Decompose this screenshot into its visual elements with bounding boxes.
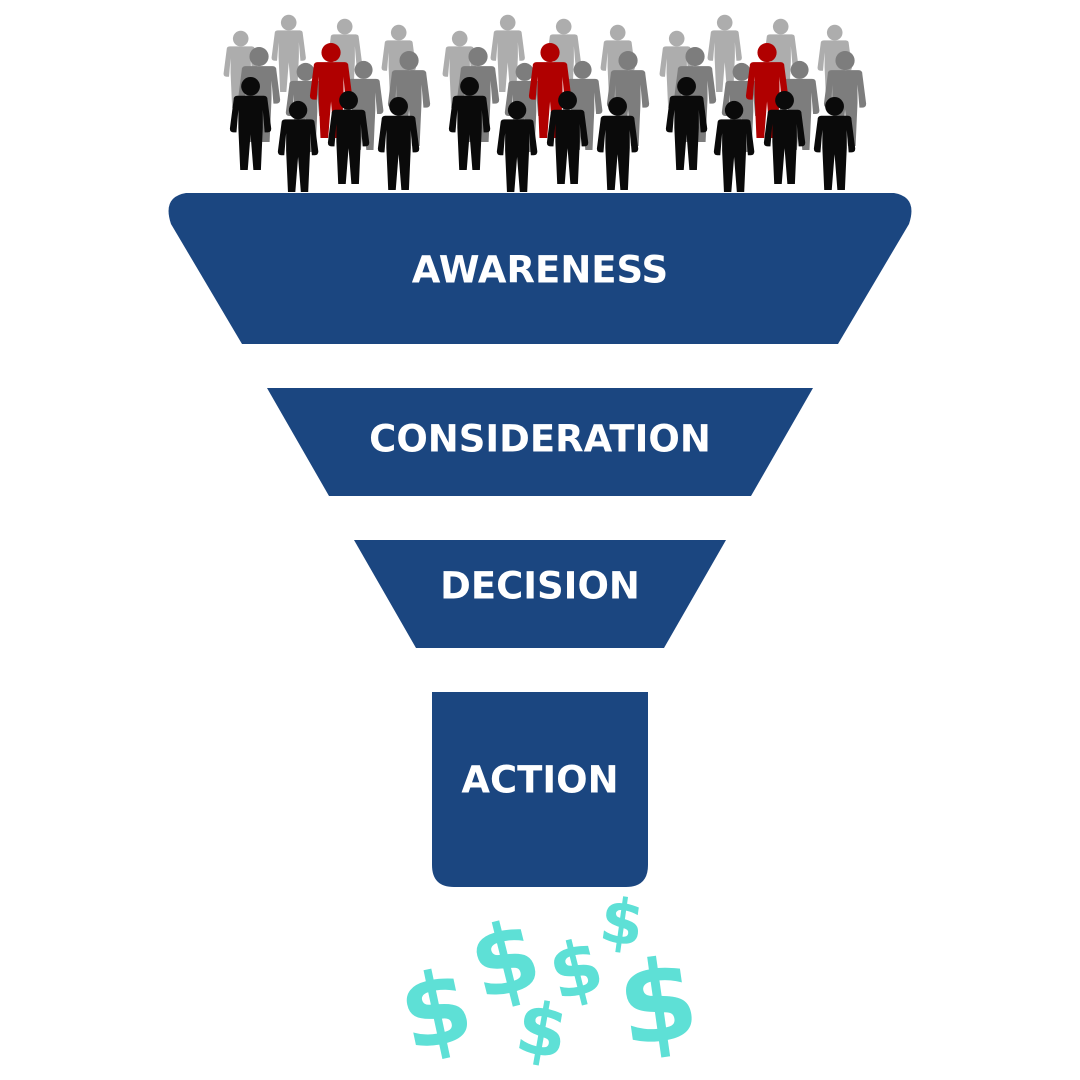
dollar-sign-icon: $ xyxy=(596,883,649,961)
awareness-label: AWARENESS xyxy=(412,249,668,292)
money-group: $ $ $ $ $ $ xyxy=(390,883,706,1076)
funnel-stage-decision: DECISION xyxy=(354,540,726,648)
action-label: ACTION xyxy=(461,759,618,802)
funnel: AWARENESS CONSIDERATION DECISION ACTION xyxy=(168,193,912,887)
decision-trapezoid xyxy=(354,540,726,648)
crowd-group xyxy=(223,14,867,192)
action-box xyxy=(432,692,648,887)
consideration-trapezoid xyxy=(267,388,813,496)
funnel-stage-awareness: AWARENESS xyxy=(168,193,912,344)
consideration-label: CONSIDERATION xyxy=(369,418,711,461)
awareness-trapezoid xyxy=(168,193,912,344)
dollar-sign-icon: $ xyxy=(610,933,705,1073)
dollar-sign-icon: $ xyxy=(390,946,482,1075)
funnel-stage-consideration: CONSIDERATION xyxy=(267,388,813,496)
funnel-stage-action: ACTION xyxy=(432,692,648,887)
decision-label: DECISION xyxy=(440,565,640,608)
